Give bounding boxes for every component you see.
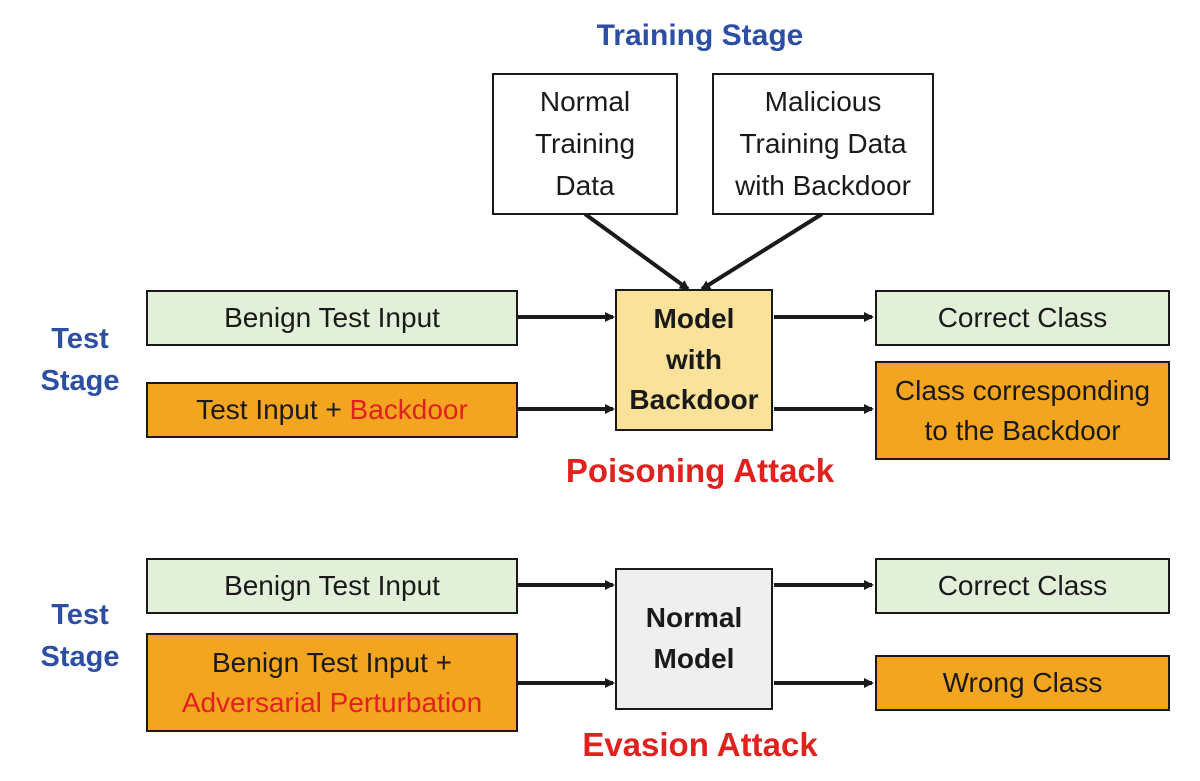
poisoning-attack-title: Poisoning Attack <box>565 452 835 489</box>
normal-training-data-box: Normal Training Data <box>492 73 678 215</box>
backdoor-model-line-2: with <box>666 343 722 375</box>
poisoning-test-stage-label: Test Stage <box>20 318 140 402</box>
normal-training-data-line-1: Normal <box>539 86 631 117</box>
evasion-test-stage-line-1: Test <box>51 599 109 631</box>
backdoor-class-box: Class corresponding to the Backdoor <box>875 361 1170 460</box>
arrow-normal-data-to-model <box>583 212 690 291</box>
evasion-correct-class-box: Correct Class <box>875 558 1170 614</box>
backdoor-input-box: Test Input + Backdoor <box>146 382 518 438</box>
backdoor-model-line-1: Model <box>653 303 735 335</box>
normal-model-box: Normal Model <box>615 568 773 710</box>
evasion-benign-input-box: Benign Test Input <box>146 558 518 614</box>
malicious-training-data-line-1: Malicious <box>764 86 882 117</box>
backdoor-input-prefix: Test Input + <box>196 394 350 425</box>
arrow-malicious-data-to-model <box>700 212 824 291</box>
evasion-test-stage-label: Test Stage <box>20 594 140 678</box>
poisoning-test-stage-line-1: Test <box>51 323 109 355</box>
backdoor-model-box: Model with Backdoor <box>615 289 773 431</box>
wrong-class-box: Wrong Class <box>875 655 1170 711</box>
normal-training-data-line-2: Training <box>534 128 636 159</box>
poisoning-test-stage-line-2: Stage <box>40 365 120 398</box>
malicious-training-data-box: Malicious Training Data with Backdoor <box>712 73 934 215</box>
normal-training-data-line-3: Data <box>555 170 615 201</box>
training-stage-title: Training Stage <box>596 19 804 52</box>
poisoning-benign-input-box: Benign Test Input <box>146 290 518 346</box>
evasion-test-stage-line-2: Stage <box>40 641 120 674</box>
backdoor-model-line-3: Backdoor <box>629 384 759 416</box>
poisoning-correct-class-box: Correct Class <box>875 290 1170 346</box>
malicious-training-data-line-2: Training Data <box>739 128 907 159</box>
evasion-attack-title: Evasion Attack <box>582 726 818 763</box>
poisoning-correct-class-label: Correct Class <box>937 302 1108 333</box>
backdoor-class-line-2: to the Backdoor <box>924 414 1121 446</box>
wrong-class-label: Wrong Class <box>942 667 1103 698</box>
backdoor-class-line-1: Class corresponding <box>894 375 1151 407</box>
malicious-training-data-line-3: with Backdoor <box>735 170 911 201</box>
poisoning-benign-input-label: Benign Test Input <box>224 302 440 333</box>
adversarial-input-highlight: Adversarial Perturbation <box>181 686 483 718</box>
backdoor-input-highlight: Backdoor <box>349 394 468 425</box>
adversarial-input-box: Benign Test Input + Adversarial Perturba… <box>146 633 518 732</box>
adversarial-input-prefix: Benign Test Input + <box>212 647 452 679</box>
evasion-benign-input-label: Benign Test Input <box>224 570 440 601</box>
evasion-correct-class-label: Correct Class <box>937 570 1108 601</box>
normal-model-line-1: Normal <box>645 602 743 634</box>
normal-model-line-2: Model <box>653 643 735 674</box>
